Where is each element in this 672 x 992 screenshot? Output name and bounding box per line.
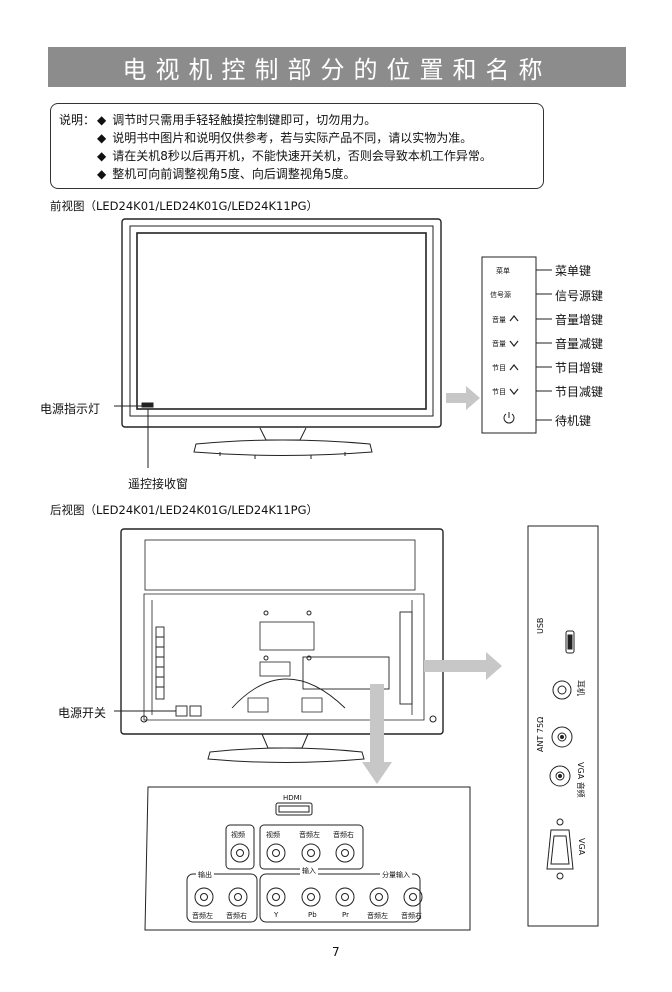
standby-key-label: 待机键 [555, 414, 592, 428]
panel-label-menu: 菜单 [496, 267, 510, 275]
video-in-label: 视频 [266, 831, 280, 839]
power-switch-label: 电源开关 [58, 706, 107, 720]
audio-right-out-label: 音频右 [226, 912, 247, 920]
hdmi-label: HDMI [283, 794, 302, 802]
page-title-bar: 电视机控制部分的位置和名称 [48, 47, 626, 87]
component-input-label: 分量输入 [380, 870, 412, 880]
notes-box: 说明： 调节时只需用手轻轻触摸控制键即可，切勿用力。 说明书中图片和说明仅供参考… [50, 103, 544, 189]
panel-label-ch-down: 节目 [492, 388, 506, 396]
audio-left-out-label: 音频左 [192, 912, 213, 920]
earphone-label: 耳机 [576, 680, 585, 696]
panel-label-vol-down: 音量 [492, 340, 506, 348]
notes-list: 调节时只需用手轻轻触摸控制键即可，切勿用力。 说明书中图片和说明仅供参考，若与实… [97, 111, 492, 183]
panel-label-source: 信号源 [490, 291, 511, 299]
ir-receiver-label: 遥控接收窗 [128, 477, 189, 491]
y-label: Y [274, 911, 279, 919]
rear-tv [120, 528, 444, 763]
comp-audio-right-label: 音频右 [401, 912, 422, 920]
note-item: 调节时只需用手轻轻触摸控制键即可，切勿用力。 [97, 111, 492, 129]
channel-down-key-label: 节目减键 [555, 385, 604, 399]
page-number: 7 [332, 945, 340, 959]
rear-view-caption: 后视图（LED24K01/LED24K01G/LED24K11PG） [50, 503, 319, 517]
side-panel-ports [546, 630, 575, 880]
menu-key-label: 菜单键 [555, 264, 592, 278]
bottom-panel-ports [186, 802, 423, 923]
front-tv [121, 218, 442, 459]
front-view-caption: 前视图（LED24K01/LED24K01G/LED24K11PG） [50, 199, 319, 213]
input-label: 输入 [300, 866, 318, 876]
pb-label: Pb [308, 911, 317, 919]
front-panel-keys [503, 269, 552, 424]
panel-label-vol-up: 音量 [492, 316, 506, 324]
pr-label: Pr [342, 911, 349, 919]
output-label: 输出 [196, 870, 214, 880]
panel-label-ch-up: 节目 [492, 364, 506, 372]
note-item: 整机可向前调整视角5度、向后调整视角5度。 [97, 165, 492, 183]
vga-label: VGA [577, 838, 586, 856]
volume-up-key-label: 音量增键 [555, 313, 604, 327]
audio-left-in-label: 音频左 [299, 831, 320, 839]
note-item: 说明书中图片和说明仅供参考，若与实际产品不同，请以实物为准。 [97, 129, 492, 147]
video-out-label: 视频 [231, 831, 245, 839]
ant-label: ANT 75Ω [536, 716, 545, 752]
audio-right-in-label: 音频右 [333, 831, 354, 839]
page-title: 电视机控制部分的位置和名称 [122, 55, 552, 84]
notes-label: 说明： [59, 113, 96, 127]
source-key-label: 信号源键 [555, 289, 604, 303]
volume-down-key-label: 音量减键 [555, 337, 604, 351]
note-item: 请在关机8秒以后再开机，不能快速开关机，否则会导致本机工作异常。 [97, 147, 492, 165]
comp-audio-left-label: 音频左 [367, 912, 388, 920]
vga-audio-label: VGA 音频 [576, 762, 585, 798]
usb-label: USB [536, 617, 545, 634]
channel-up-key-label: 节目增键 [555, 361, 604, 375]
power-indicator-label: 电源指示灯 [40, 402, 101, 416]
